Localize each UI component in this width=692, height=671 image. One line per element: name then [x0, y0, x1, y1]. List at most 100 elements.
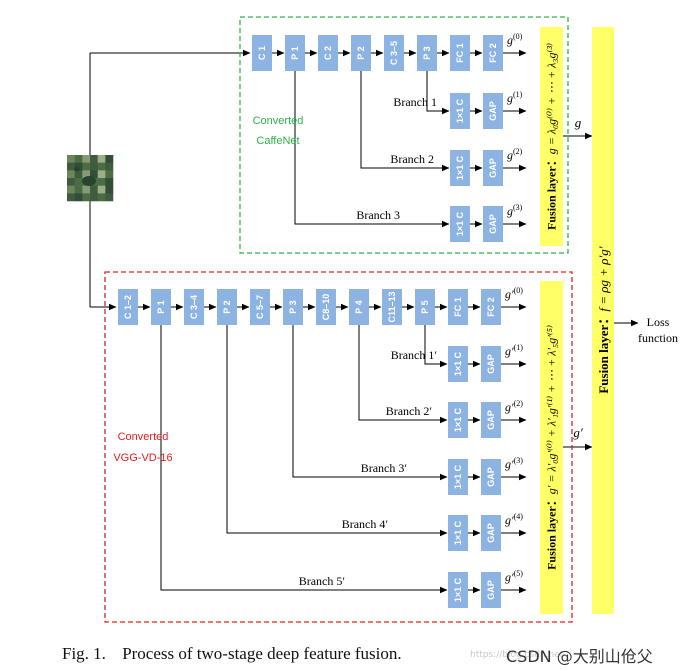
- caffenet-branch-1-gap-label: GAP: [488, 101, 498, 121]
- input-image-tile: [74, 162, 83, 171]
- input-image-tile: [67, 162, 75, 171]
- caffenet-branch-3-gap: [483, 206, 503, 242]
- caffenet-branch-1-label: Branch 1: [393, 95, 437, 109]
- caffenet-result-label: g: [575, 115, 582, 130]
- input-image-tile: [90, 193, 98, 202]
- vgg-block-0: [118, 289, 138, 325]
- vgg-output-4: g′(4): [505, 512, 523, 527]
- vgg-output-0: g′(0): [505, 286, 523, 301]
- caffenet-branch-2-line: [360, 71, 450, 172]
- caffenet-output-1: g(1): [507, 90, 523, 105]
- vgg-branch-4-conv-label: 1×1 C: [453, 520, 463, 545]
- caffenet-branch-3-line: [294, 71, 450, 228]
- vgg-result-label: g′: [573, 425, 583, 440]
- final-fusion-label: Fusion layer：: [596, 312, 611, 394]
- vgg-branch-5-conv-label: 1×1 C: [453, 577, 463, 602]
- caffenet-block-4-label: C 3–5: [389, 41, 399, 65]
- vgg-fusion-label: Fusion layer：: [545, 494, 559, 570]
- caffenet-output-2-sup: (2): [513, 147, 523, 156]
- caffenet-block-3: [351, 35, 371, 71]
- blog-url-watermark: https://blog.csdn.net: [470, 650, 564, 660]
- caffenet-block-3-label: P 2: [356, 46, 366, 59]
- caffenet-block-1: [285, 35, 305, 71]
- caffenet-branch-1-gap: [483, 93, 503, 129]
- vgg-output-5: g′(5): [505, 569, 523, 584]
- figure-caption: Fig. 1. Process of two-stage deep featur…: [62, 644, 402, 664]
- caffenet-output-1-sup: (1): [513, 90, 523, 99]
- connector-lines: [89, 49, 639, 594]
- vgg-output-1-sup: (1): [514, 343, 524, 352]
- caffenet-block-0-label: C 1: [257, 46, 267, 60]
- caffenet-block-1-label: P 1: [290, 46, 300, 59]
- input-image-tile: [74, 178, 83, 186]
- vgg-branch-2-conv-label: 1×1 C: [453, 407, 463, 432]
- vgg-block-9-label: P 5: [420, 300, 430, 313]
- input-image-pond: [74, 166, 80, 172]
- vgg-label-line2: VGG-VD-16: [113, 452, 172, 464]
- input-image-tile: [105, 178, 114, 186]
- vgg-output-0-base: g′: [505, 287, 514, 301]
- caffenet-branch-2-gap: [483, 150, 503, 186]
- figure-caption-text: Process of two-stage deep feature fusion…: [122, 644, 402, 663]
- caffenet-branch-1-conv: [450, 93, 470, 129]
- caffenet-fusion-layer: [540, 27, 563, 246]
- caffenet-block-4: [384, 35, 404, 71]
- caffenet-block-6: [450, 35, 470, 71]
- vgg-block-8-label: C11–13: [387, 291, 397, 322]
- vgg-block-8: [382, 289, 402, 325]
- vgg-output-0-sup: (0): [514, 286, 524, 295]
- vgg-branch-2-label: Branch 2′: [386, 404, 433, 418]
- input-image-tile: [67, 185, 75, 194]
- vgg-branch-4-line: [226, 325, 448, 537]
- caffenet-block-0: [252, 35, 272, 71]
- input-image-tile: [97, 170, 106, 179]
- vgg-branch-3-label: Branch 3′: [361, 461, 408, 475]
- input-image-tile: [105, 162, 114, 171]
- input-image-tile: [105, 155, 114, 163]
- input-image-tile: [90, 155, 98, 163]
- vgg-fusion-text: Fusion layer：g′ = λ′₀g′⁽⁰⁾ + λ′₁g′⁽¹⁾ + …: [545, 325, 559, 570]
- network-containers: [67, 16, 573, 623]
- final-fusion-text: Fusion layer：f = ρg + ρ′g′: [596, 246, 611, 393]
- input-image-tile: [97, 162, 106, 171]
- vgg-block-3-label: P 2: [222, 300, 232, 313]
- vgg-block-11-label: FC 2: [486, 297, 496, 317]
- vgg-branch-2-gap: [481, 402, 501, 438]
- caffenet-output-3-sup: (3): [513, 203, 523, 212]
- caffenet-block-7: [483, 35, 503, 71]
- vgg-branch-1-label: Branch 1′: [391, 348, 438, 362]
- input-satellite-image: [67, 155, 114, 202]
- vgg-branch-1-gap-label: GAP: [486, 354, 496, 374]
- input-image-tile: [90, 185, 98, 194]
- vgg-output-5-base: g′: [505, 570, 514, 584]
- input-image-tile: [82, 185, 91, 194]
- vgg-block-10: [448, 289, 468, 325]
- vgg-label-line1: Converted: [118, 431, 169, 443]
- vgg-block-7: [349, 289, 369, 325]
- vgg-block-0-label: C 1–2: [123, 295, 133, 319]
- vgg-branch-4-gap: [481, 515, 501, 551]
- caffenet-output-3-base: g: [507, 204, 513, 218]
- loss-label-line1: Loss: [647, 315, 670, 329]
- caffenet-block-2-label: C 2: [323, 46, 333, 60]
- figure-number: Fig. 1.: [62, 644, 106, 663]
- vgg-block-6-label: C8–10: [321, 294, 331, 321]
- input-image-tile: [67, 155, 75, 163]
- vgg-branch-4-label: Branch 4′: [342, 517, 389, 531]
- vgg-branch-1-conv: [448, 346, 468, 382]
- vgg-block-1: [151, 289, 171, 325]
- caffenet-branch-3-conv-label: 1×1 C: [455, 211, 465, 236]
- caffenet-container: [239, 16, 569, 254]
- loss-label-line2: function: [638, 331, 678, 345]
- input-image-tile: [105, 185, 114, 194]
- vgg-block-7-label: P 4: [354, 300, 364, 313]
- caffenet-output-2-base: g: [507, 148, 513, 162]
- input-image-tile: [82, 162, 91, 171]
- caffenet-branch-1-line: [426, 71, 450, 115]
- input-image-tile: [90, 170, 98, 179]
- caffenet-branch-3-gap-label: GAP: [488, 214, 498, 234]
- caffenet-output-0-base: g: [507, 33, 513, 47]
- input-image-tile: [74, 170, 83, 179]
